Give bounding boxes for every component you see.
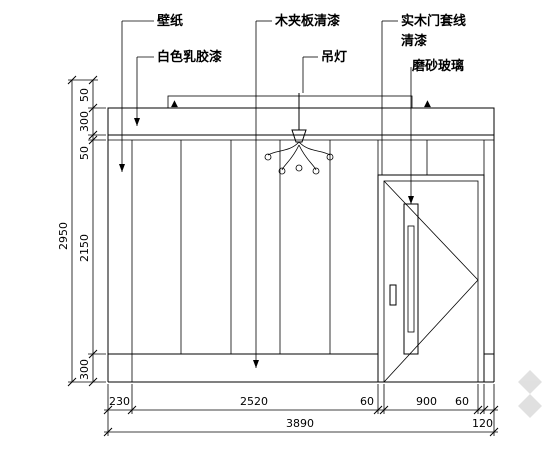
left-dimensions: 50 300 50 2150 300 2950 [57, 75, 106, 387]
frosted-glass-panel [403, 203, 419, 355]
dim-left-bottom-300: 300 [78, 359, 91, 380]
svg-text:▲: ▲ [424, 99, 431, 109]
label-wallpaper: 壁纸 [157, 13, 183, 29]
dim-bottom-60a: 60 [360, 395, 374, 408]
dim-bottom-2520: 2520 [240, 395, 268, 408]
wall-outline: ▲ ▲ [107, 95, 495, 383]
label-door-trim-line2: 清漆 [401, 33, 427, 49]
dim-left-mid-50: 50 [78, 146, 91, 160]
label-chandelier: 吊灯 [321, 49, 347, 65]
dim-bottom-60b: 60 [455, 395, 469, 408]
dim-bottom-total-3890: 3890 [286, 417, 314, 430]
chandelier-icon [264, 93, 334, 175]
label-white-latex-paint: 白色乳胶漆 [157, 49, 222, 65]
dim-left-2150: 2150 [78, 234, 91, 262]
label-plywood-clear-lacquer: 木夹板清漆 [274, 13, 340, 29]
leader-lines [119, 20, 414, 368]
dim-left-top-300: 300 [78, 111, 91, 132]
dim-bottom-120: 120 [472, 417, 493, 430]
dim-left-top-50: 50 [78, 88, 91, 102]
dim-left-total-2950: 2950 [57, 222, 70, 250]
watermark-logo-icon [518, 370, 542, 418]
dim-bottom-230: 230 [109, 395, 130, 408]
door [377, 174, 485, 383]
bottom-dimensions: 230 2520 60 900 60 120 3890 [103, 384, 499, 437]
label-frosted-glass: 磨砂玻璃 [412, 58, 464, 74]
wood-panels [131, 140, 485, 382]
material-labels: 壁纸 白色乳胶漆 木夹板清漆 吊灯 实木门套线 清漆 磨砂玻璃 [157, 13, 466, 74]
door-handle-icon [389, 284, 397, 306]
label-door-trim-line1: 实木门套线 [401, 13, 466, 29]
svg-text:▲: ▲ [171, 99, 178, 109]
dim-bottom-900: 900 [416, 395, 437, 408]
